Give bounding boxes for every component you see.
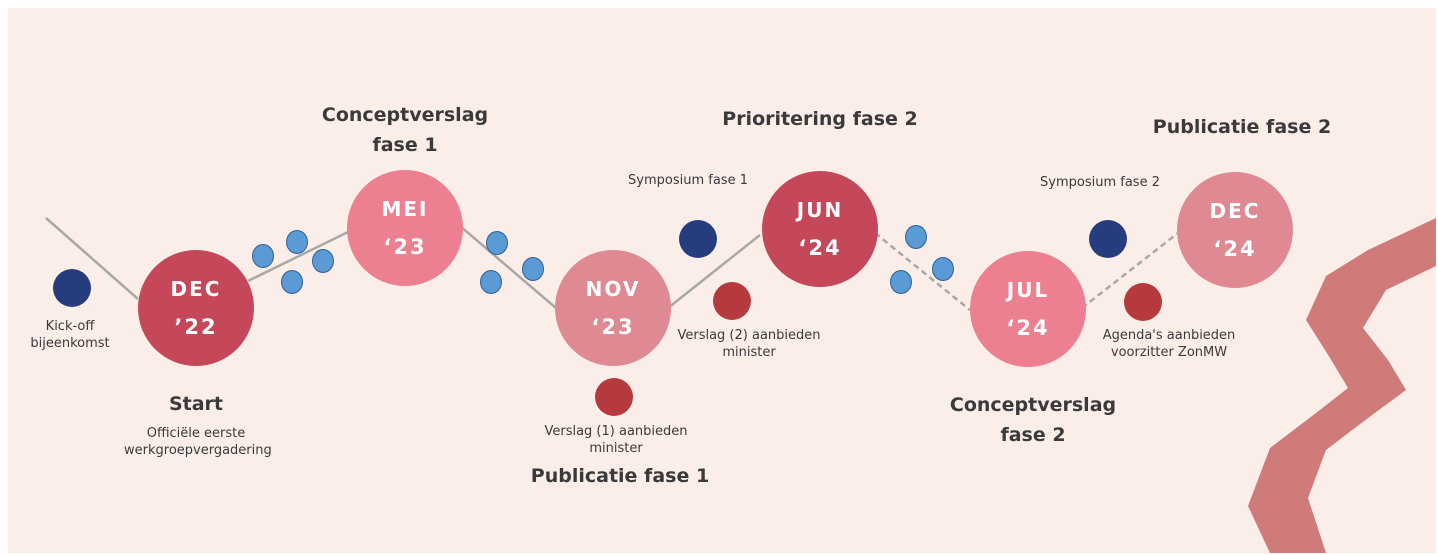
milestone-dec-22: DEC ’22 (138, 250, 254, 366)
blue-dot-icon (522, 257, 544, 281)
blue-dot-icon (480, 270, 502, 294)
path-segment (247, 230, 349, 283)
red-dot-icon (713, 282, 751, 320)
blue-dot-icon (252, 244, 274, 268)
event-verslag2: Verslag (2) aanbieden minister (677, 328, 821, 360)
milestone-jul-24: JUL ‘24 (970, 251, 1086, 367)
milestone-nov-23: NOV ‘23 (555, 250, 671, 366)
path-segment (45, 217, 139, 300)
milestone-year: ‘24 (1213, 237, 1257, 261)
blue-dot-icon (286, 230, 308, 254)
milestone-year: ‘23 (591, 315, 635, 339)
milestone-year: ’22 (174, 315, 218, 339)
milestone-year: ‘24 (1006, 316, 1050, 340)
event-start-desc: Officiële eerste werkgroepvergadering (124, 426, 272, 458)
milestone-month: NOV (585, 277, 641, 301)
milestone-month: JUL (1006, 278, 1050, 302)
milestone-year: ‘23 (383, 235, 427, 259)
milestone-year: ‘24 (798, 236, 842, 260)
path-segment-dashed (874, 232, 971, 311)
blue-dot-icon (932, 257, 954, 281)
navy-dot-icon (679, 220, 717, 258)
red-dot-icon (1124, 283, 1162, 321)
heading-start: Start (168, 393, 224, 415)
heading-publicatie2: Publicatie fase 2 (1152, 116, 1332, 138)
heading-concept1: Conceptverslag fase 1 (321, 104, 489, 156)
navy-dot-icon (53, 269, 91, 307)
event-symposium2: Symposium fase 2 (1040, 175, 1160, 190)
milestone-mei-23: MEI ‘23 (347, 170, 463, 286)
event-agendas: Agenda's aanbieden voorzitter ZonMW (1102, 328, 1236, 360)
path-segment (667, 234, 761, 309)
event-kickoff: Kick-off bijeenkomst (30, 319, 110, 351)
navy-dot-icon (1089, 220, 1127, 258)
heading-prioritering2: Prioritering fase 2 (722, 108, 918, 130)
milestone-month: JUN (796, 198, 844, 222)
event-verslag1: Verslag (1) aanbieden minister (544, 424, 688, 456)
timeline-canvas: DEC ’22 MEI ‘23 NOV ‘23 JUN ‘24 JUL ‘24 … (8, 8, 1436, 553)
milestone-month: DEC (1209, 199, 1261, 223)
red-dot-icon (595, 378, 633, 416)
blue-dot-icon (312, 249, 334, 273)
heading-concept2: Conceptverslag fase 2 (949, 394, 1117, 446)
milestone-month: DEC (170, 277, 222, 301)
event-symposium1: Symposium fase 1 (628, 173, 748, 188)
path-segment (459, 225, 557, 309)
blue-dot-icon (486, 231, 508, 255)
heading-publicatie1: Publicatie fase 1 (530, 465, 710, 487)
milestone-jun-24: JUN ‘24 (762, 171, 878, 287)
milestone-dec-24: DEC ‘24 (1177, 172, 1293, 288)
squiggle-decoration (1248, 218, 1436, 553)
blue-dot-icon (905, 225, 927, 249)
timeline-path (45, 217, 1436, 553)
path-segment-dashed (1081, 232, 1179, 309)
milestone-month: MEI (381, 197, 429, 221)
blue-dot-icon (281, 270, 303, 294)
blue-dot-icon (890, 270, 912, 294)
